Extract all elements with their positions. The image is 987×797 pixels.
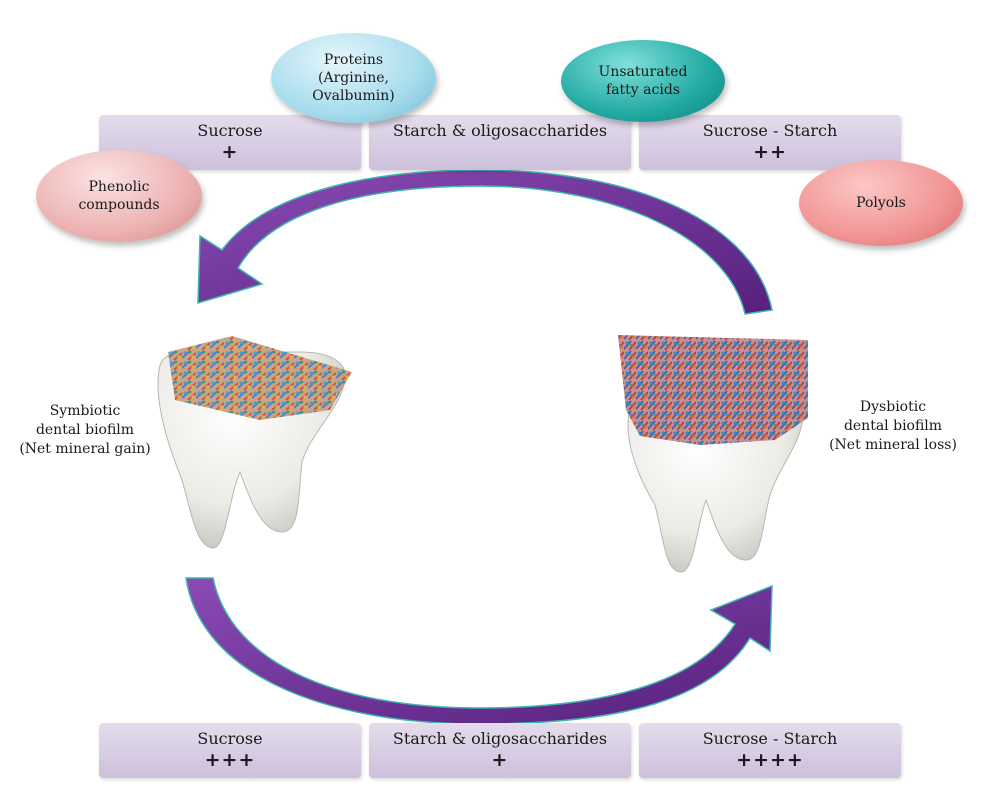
- top-panel-starch: Starch & oligosaccharides: [369, 115, 631, 170]
- caption-line: (Net mineral loss): [829, 437, 957, 453]
- caption-line: (Net mineral gain): [19, 441, 151, 457]
- proteins-oval: Proteins (Arginine, Ovalbumin): [271, 33, 436, 123]
- oval-line: compounds: [78, 197, 160, 213]
- oval-line: Unsaturated: [598, 64, 688, 80]
- polyols-oval: Polyols: [799, 160, 963, 246]
- panel-level: +++: [204, 749, 256, 771]
- caption-line: Symbiotic: [49, 403, 121, 419]
- panel-level: +: [491, 749, 509, 771]
- panel-label: Sucrose - Starch: [702, 121, 838, 140]
- symbiotic-caption: Symbiotic dental biofilm (Net mineral ga…: [10, 402, 160, 459]
- oval-line: fatty acids: [606, 82, 680, 98]
- panel-level: +: [221, 141, 239, 163]
- oval-line: Phenolic: [88, 179, 150, 195]
- bottom-panel-sucrose: Sucrose +++: [99, 723, 361, 778]
- top-curved-arrow-icon: [197, 169, 773, 315]
- dysbiotic-caption: Dysbiotic dental biofilm (Net mineral lo…: [808, 398, 978, 455]
- bottom-panel-starch: Starch & oligosaccharides +: [369, 723, 631, 778]
- caption-line: dental biofilm: [35, 422, 135, 438]
- bottom-curved-arrow-icon: [185, 577, 773, 725]
- symbiotic-tooth-icon: [157, 336, 352, 549]
- caption-line: Dysbiotic: [859, 399, 927, 415]
- panel-label: Sucrose: [197, 729, 263, 748]
- panel-level: ++: [753, 141, 787, 163]
- dysbiotic-tooth-icon: [618, 335, 808, 573]
- caption-line: dental biofilm: [843, 418, 943, 434]
- panel-label: Sucrose - Starch: [702, 729, 838, 748]
- top-panel-sucrose-starch: Sucrose - Starch ++: [639, 115, 901, 170]
- fatty-acids-oval: Unsaturated fatty acids: [561, 40, 725, 122]
- oval-line: Ovalbumin): [312, 88, 395, 104]
- bottom-panel-sucrose-starch: Sucrose - Starch ++++: [639, 723, 901, 778]
- oval-line: Polyols: [856, 195, 906, 211]
- panel-level: ++++: [736, 749, 804, 771]
- panel-label: Starch & oligosaccharides: [392, 121, 608, 140]
- oval-line: Proteins: [323, 52, 384, 68]
- panel-label: Sucrose: [197, 121, 263, 140]
- oval-line: (Arginine,: [318, 70, 389, 86]
- panel-label: Starch & oligosaccharides: [392, 729, 608, 748]
- phenolic-compounds-oval: Phenolic compounds: [36, 150, 202, 242]
